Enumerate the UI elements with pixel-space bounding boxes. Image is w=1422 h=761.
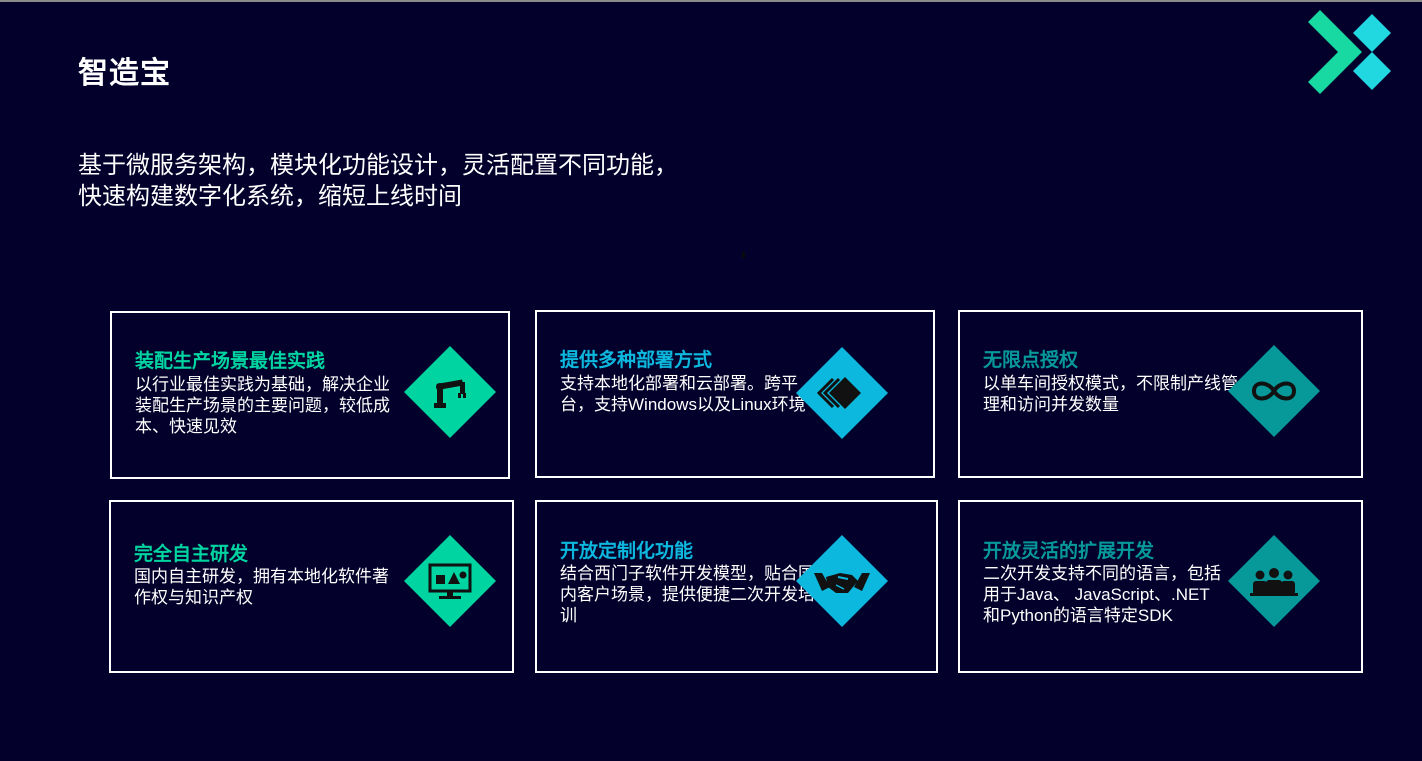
card-title: 完全自主研发 [134, 543, 249, 565]
card-description: 支持本地化部署和云部署。跨平台，支持Windows以及Linux环境 [560, 374, 806, 414]
card-title: 装配生产场景最佳实践 [135, 350, 326, 372]
monitor-icon [404, 535, 496, 627]
robot-arm-icon [404, 346, 496, 438]
handshake-icon [796, 535, 888, 627]
card-title: 开放灵活的扩展开发 [983, 540, 1155, 562]
card-description: 以行业最佳实践为基础，解决企业装配生产场景的主要问题，较低成本、快速见效 [135, 375, 390, 436]
card-title: 提供多种部署方式 [560, 349, 713, 371]
team-icon [1228, 535, 1320, 627]
card-description: 二次开发支持不同的语言，包括用于Java、 JavaScript、.NET 和P… [983, 564, 1221, 625]
feature-card-extension-dev: 开放灵活的扩展开发 二次开发支持不同的语言，包括用于Java、 JavaScri… [958, 500, 1363, 673]
card-description: 以单车间授权模式，不限制产线管理和访问并发数量 [983, 374, 1238, 414]
feature-card-independent-rd: 完全自主研发 国内自主研发，拥有本地化软件著作权与知识产权 [109, 500, 514, 673]
card-description: 结合西门子软件开发模型，贴合国内客户场景，提供便捷二次开发培训 [560, 564, 815, 625]
infinity-icon [1228, 345, 1320, 437]
brand-logo-icon [1306, 8, 1394, 96]
page-subtitle: 基于微服务架构，模块化功能设计，灵活配置不同功能，快速构建数字化系统，缩短上线时… [78, 152, 678, 210]
layers-icon [796, 347, 888, 439]
feature-card-custom-functions: 开放定制化功能 结合西门子软件开发模型，贴合国内客户场景，提供便捷二次开发培训 [535, 500, 938, 673]
card-description: 国内自主研发，拥有本地化软件著作权与知识产权 [134, 567, 389, 607]
stray-mark [742, 252, 745, 258]
card-title: 无限点授权 [983, 349, 1079, 371]
page-title: 智造宝 [78, 57, 171, 90]
top-border-line [0, 0, 1422, 2]
feature-card-assembly-best-practice: 装配生产场景最佳实践 以行业最佳实践为基础，解决企业装配生产场景的主要问题，较低… [110, 311, 510, 479]
card-title: 开放定制化功能 [560, 540, 694, 562]
feature-card-deployment: 提供多种部署方式 支持本地化部署和云部署。跨平台，支持Windows以及Linu… [535, 310, 935, 478]
feature-card-unlimited-license: 无限点授权 以单车间授权模式，不限制产线管理和访问并发数量 [958, 310, 1363, 478]
